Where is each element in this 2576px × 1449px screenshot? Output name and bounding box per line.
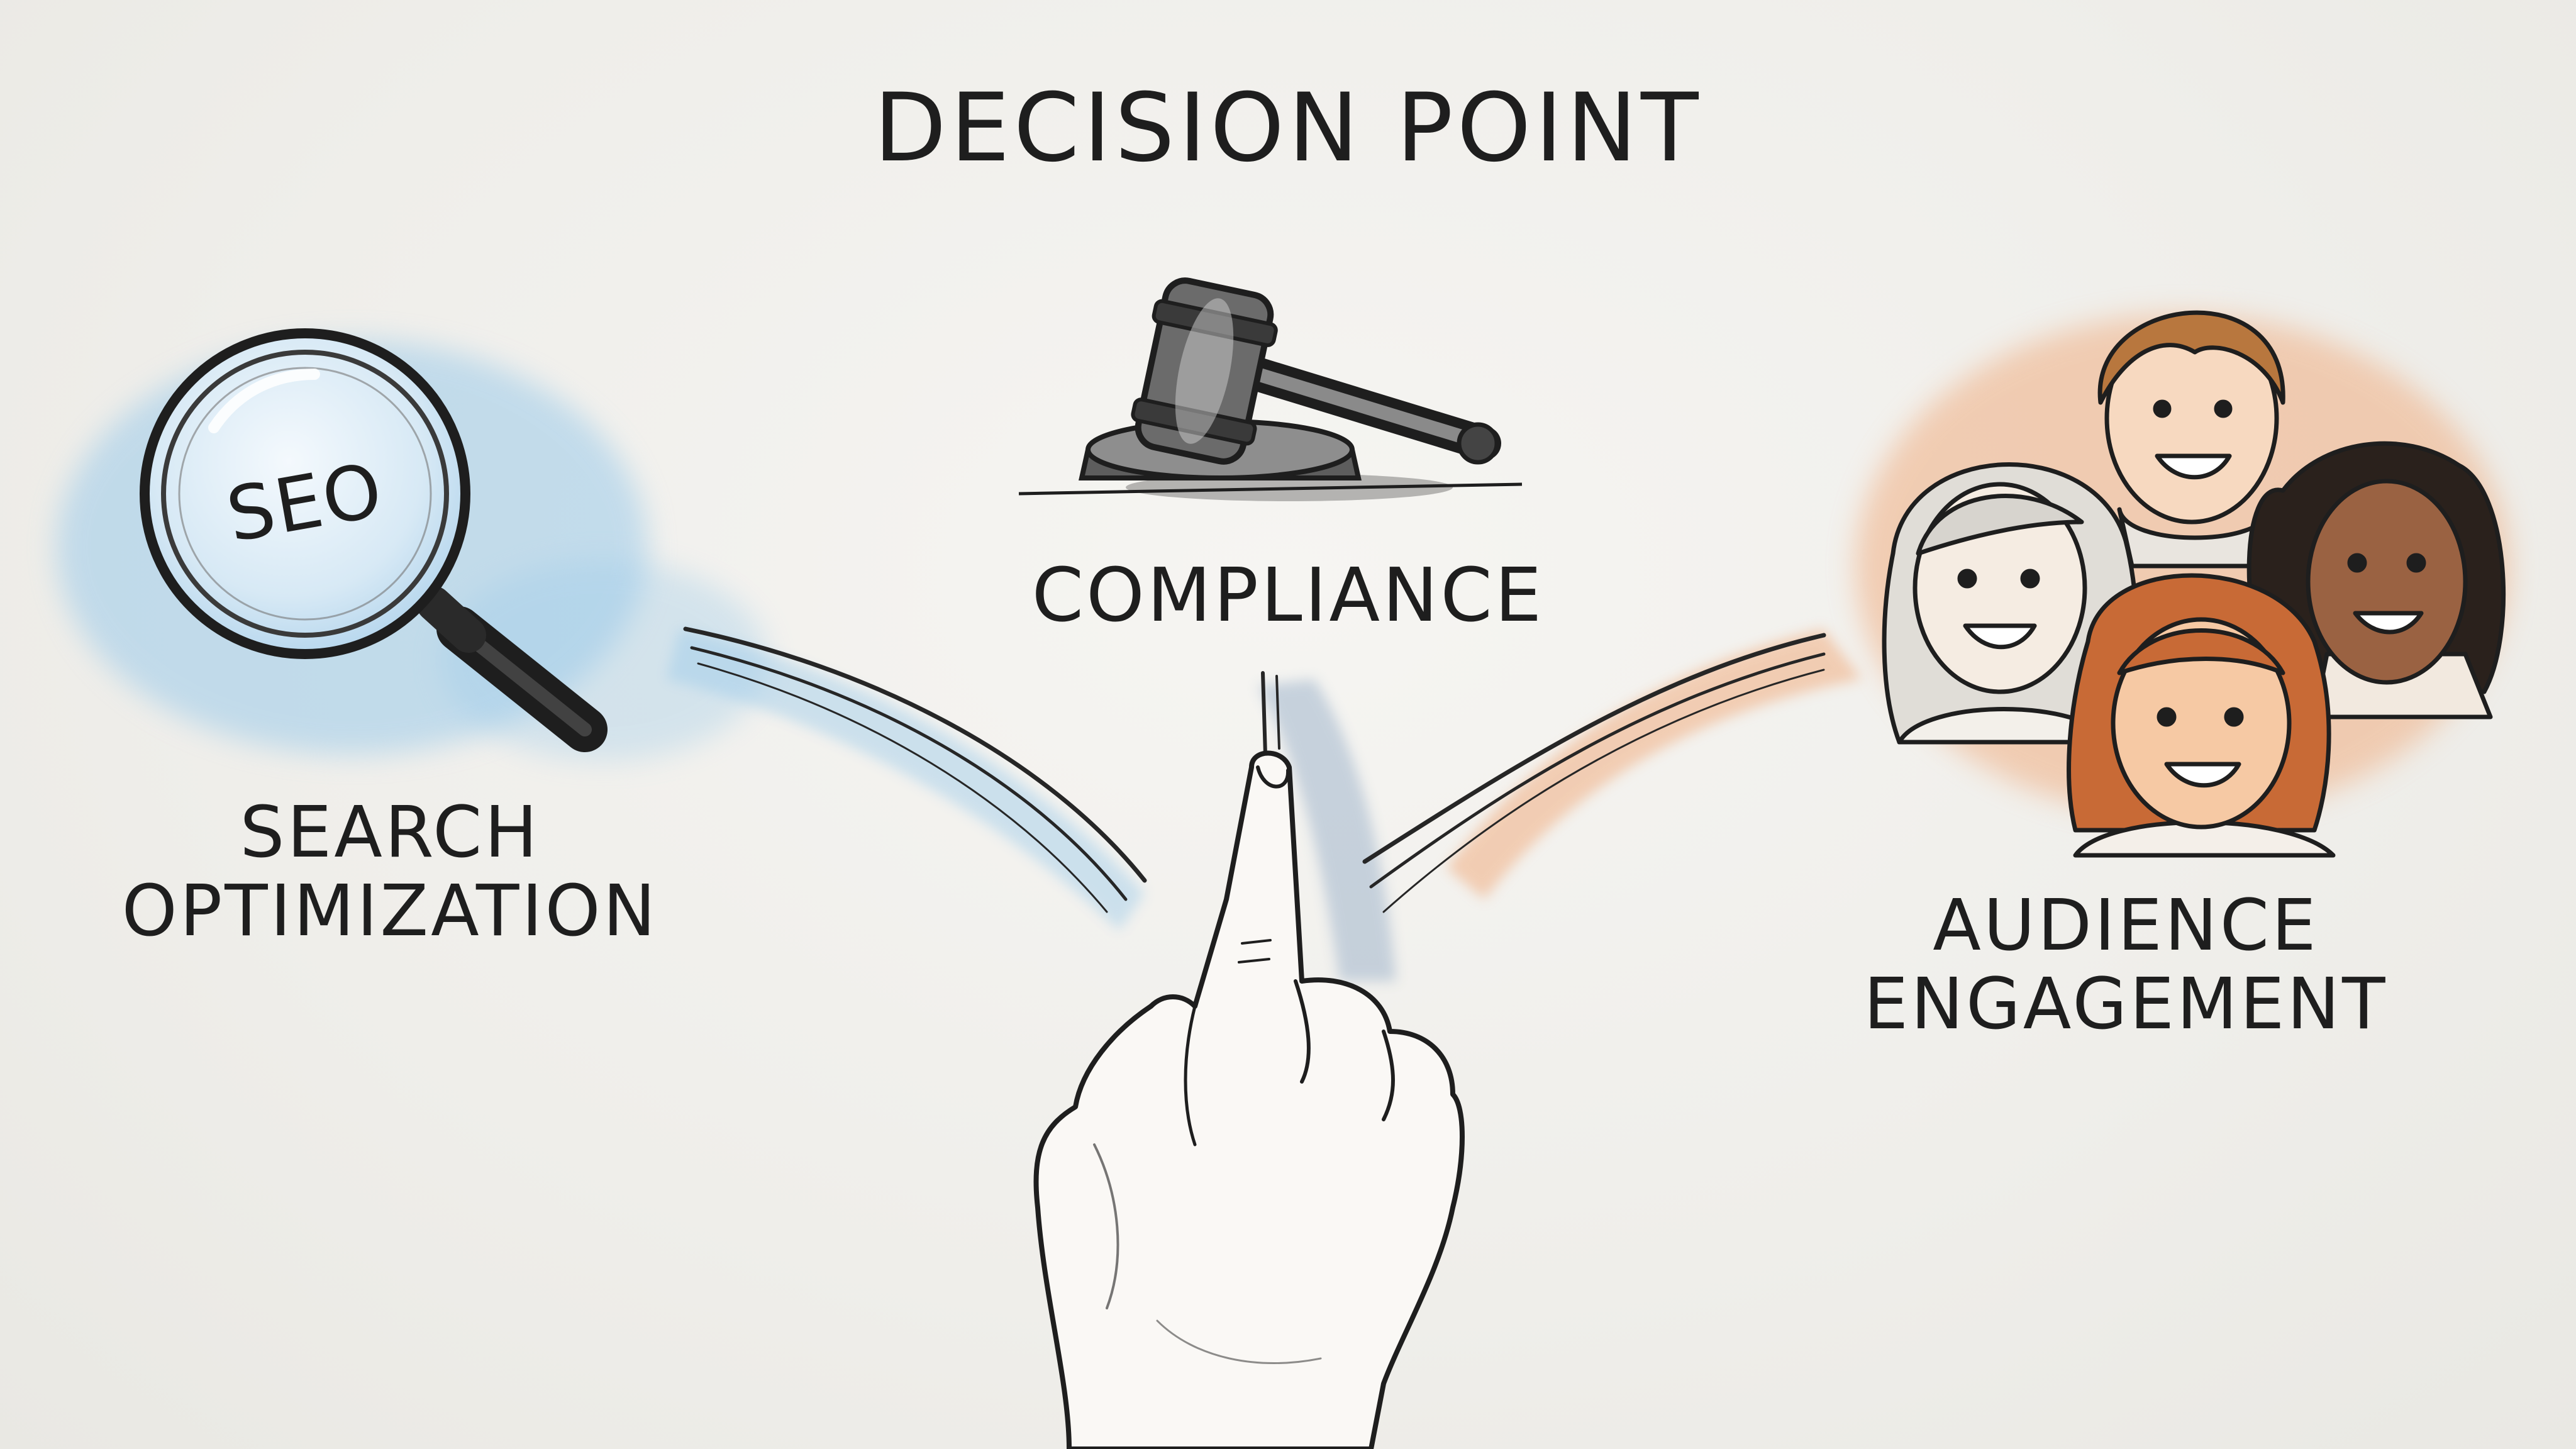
audience-label-line1: AUDIENCE <box>1933 885 2319 967</box>
diagram-title: DECISION POINT <box>874 74 1702 183</box>
compliance-label: COMPLIANCE <box>1031 552 1545 638</box>
right-path-arrow <box>1362 633 1826 913</box>
audience-label-line2: ENGAGEMENT <box>1863 963 2388 1046</box>
center-path-arrow <box>1261 671 1280 757</box>
person-top-man <box>2097 310 2285 569</box>
center-wash <box>1258 679 1396 981</box>
person-right-woman <box>2246 441 2506 719</box>
magnifying-glass-icon: SEO <box>140 328 608 752</box>
left-path-arrow <box>683 626 1147 913</box>
search-label-line1: SEARCH <box>240 792 540 874</box>
audience-engagement-label: AUDIENCE ENGAGEMENT <box>1811 885 2440 1046</box>
person-front-woman <box>2067 573 2336 858</box>
pointing-hand-icon <box>1033 750 1465 1449</box>
search-optimization-label: SEARCH OPTIMIZATION <box>113 792 667 953</box>
gavel-icon <box>1018 277 1523 501</box>
people-group-icon <box>1882 310 2506 858</box>
search-label-line2: OPTIMIZATION <box>121 870 658 953</box>
person-left-woman <box>1882 462 2139 745</box>
